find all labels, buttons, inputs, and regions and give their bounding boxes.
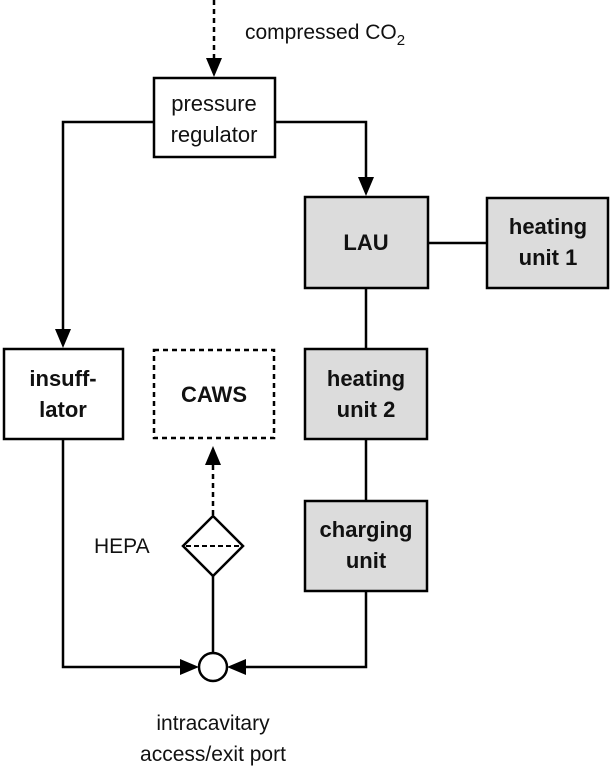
caws-label: CAWS	[181, 382, 247, 407]
port-label-line1: intracavitary	[156, 712, 270, 735]
heating-unit-1-label-line1: heating	[509, 214, 587, 239]
insufflator-label-line2: lator	[39, 397, 87, 422]
arrow-head-icon	[180, 659, 199, 675]
heating-unit-2-label-line2: unit 2	[337, 397, 396, 422]
insufflator-label-line1: insuff-	[29, 366, 96, 391]
co2-label-main: compressed CO	[245, 21, 397, 44]
node-access-port: intracavitary access/exit port	[140, 651, 286, 766]
hepa-label: HEPA	[94, 535, 150, 558]
heating-unit-1-label-line2: unit 1	[519, 245, 578, 270]
arrow-head-icon	[55, 329, 71, 348]
edge-hepa-to-caws	[205, 446, 221, 515]
arrow-head-icon	[205, 446, 221, 465]
edge-regulator-to-lau	[275, 120, 374, 196]
lau-label: LAU	[343, 230, 388, 255]
node-lau: LAU	[303, 195, 430, 290]
charging-unit-label-line1: charging	[320, 517, 413, 542]
pressure-regulator-label-line1: pressure	[171, 91, 257, 116]
arrow-head-icon	[227, 659, 246, 675]
node-caws: CAWS	[152, 348, 276, 440]
arrow-head-icon	[358, 177, 374, 196]
node-charging-unit: charging unit	[303, 499, 429, 593]
co2-input-label: compressed CO2	[245, 21, 405, 49]
node-hepa-filter: HEPA	[94, 514, 245, 578]
co2-label-subscript: 2	[397, 32, 405, 49]
edge-regulator-to-insufflator	[55, 120, 153, 348]
heating-unit-2-label-line1: heating	[327, 366, 405, 391]
port-circle-icon	[197, 651, 229, 683]
pressure-regulator-label-line2: regulator	[171, 122, 258, 147]
node-insufflator: insuff- lator	[2, 347, 125, 441]
arrow-head-icon	[206, 58, 222, 77]
node-heating-unit-2: heating unit 2	[303, 347, 429, 441]
port-label-line2: access/exit port	[140, 743, 286, 766]
edge-co2-to-regulator	[206, 0, 222, 77]
charging-unit-label-line2: unit	[346, 548, 387, 573]
edge-insufflator-to-port	[61, 439, 199, 675]
edge-charging-unit-to-port	[227, 591, 368, 675]
node-heating-unit-1: heating unit 1	[485, 196, 610, 290]
node-pressure-regulator: pressure regulator	[152, 76, 277, 159]
